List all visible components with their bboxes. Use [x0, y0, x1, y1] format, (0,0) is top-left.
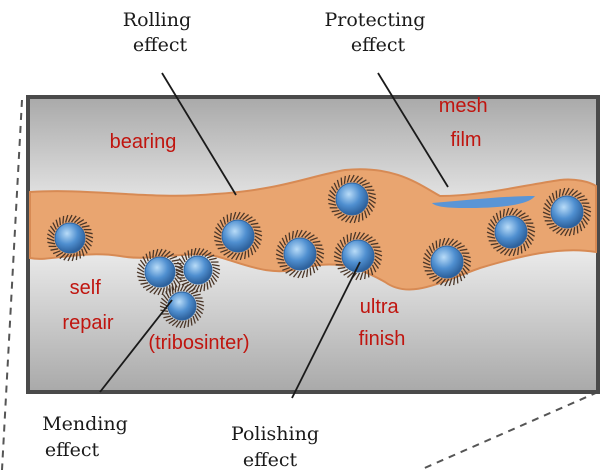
surfactant-bristle	[245, 251, 246, 259]
surfactant-bristle	[521, 246, 522, 254]
surfactant-bristle	[80, 251, 81, 259]
finish-label: finish	[359, 328, 406, 350]
surfactant-bristle	[230, 213, 231, 221]
protecting-effect-line2: effect	[351, 34, 406, 56]
rolling-effect-line2: effect	[133, 34, 188, 56]
surfactant-bristle	[436, 241, 437, 249]
bearing-label: bearing	[110, 131, 177, 153]
surfactant-bristle	[188, 250, 189, 258]
surfactant-bristle	[204, 283, 205, 291]
polishing-effect-line1: Polishing	[231, 423, 319, 445]
zoom-line-bottom	[420, 392, 598, 470]
particle-core	[551, 196, 583, 228]
surfactant-bristle	[574, 227, 575, 235]
surfactant-bristle	[577, 226, 578, 234]
surfactant-bristle	[365, 271, 366, 279]
surfactant-bristle	[341, 178, 342, 186]
surfactant-bristle	[60, 218, 61, 226]
particle-core	[284, 238, 316, 270]
mending-effect-line1: Mending	[42, 413, 128, 435]
particle-core	[495, 216, 527, 248]
polishing-effect-label: Polishing effect	[231, 423, 325, 471]
mesh-label: mesh	[439, 95, 488, 117]
surfactant-bristle	[207, 282, 208, 290]
surfactant-bristle	[188, 319, 189, 327]
particle-core	[168, 292, 196, 320]
surfactant-bristle	[454, 277, 455, 285]
repair-label: repair	[62, 312, 113, 334]
surfactant-bristle	[556, 191, 557, 199]
surfactant-bristle	[191, 318, 192, 326]
surfactant-bristle	[359, 214, 360, 222]
mending-effect-line2: effect	[45, 439, 100, 461]
surfactant-bristle	[150, 252, 151, 260]
surfactant-bristle	[172, 286, 173, 294]
surfactant-bristle	[518, 247, 519, 255]
surfactant-bristle	[347, 235, 348, 243]
surfactant-bristle	[248, 250, 249, 258]
surfactant-bristle	[350, 233, 351, 241]
surfactant-bristle	[439, 239, 440, 247]
polishing-effect-line2: effect	[243, 449, 298, 471]
surfactant-bristle	[307, 269, 308, 277]
self-label: self	[70, 277, 102, 299]
surfactant-bristle	[310, 268, 311, 276]
ultra-label: ultra	[360, 296, 400, 318]
surfactant-bristle	[344, 176, 345, 184]
tribosinter-label: (tribosinter)	[148, 332, 249, 354]
surfactant-bristle	[175, 285, 176, 293]
surfactant-bristle	[289, 233, 290, 241]
particle-core	[184, 256, 212, 284]
mending-effect-label: Mending effect	[42, 413, 134, 461]
surfactant-bristle	[457, 276, 458, 284]
rolling-effect-line1: Rolling	[123, 9, 191, 31]
surfactant-bristle	[500, 211, 501, 219]
rolling-effect-label: Rolling effect	[123, 9, 197, 56]
particle-core	[55, 223, 85, 253]
surfactant-bristle	[559, 189, 560, 197]
film-label: film	[450, 129, 481, 151]
surfactant-bristle	[368, 270, 369, 278]
particle-core	[145, 257, 175, 287]
surfactant-bristle	[227, 215, 228, 223]
particle-core	[336, 183, 368, 215]
protecting-effect-label: Protecting effect	[325, 9, 432, 56]
particle-core	[222, 220, 254, 252]
surfactant-bristle	[362, 213, 363, 221]
surfactant-bristle	[153, 250, 154, 258]
surfactant-bristle	[191, 249, 192, 257]
surfactant-bristle	[63, 216, 64, 224]
surfactant-bristle	[76, 252, 77, 260]
particle-core	[431, 246, 463, 278]
protecting-effect-line1: Protecting	[325, 9, 426, 31]
zoom-line-left	[2, 100, 22, 470]
surfactant-bristle	[292, 231, 293, 239]
surfactant-bristle	[503, 209, 504, 217]
